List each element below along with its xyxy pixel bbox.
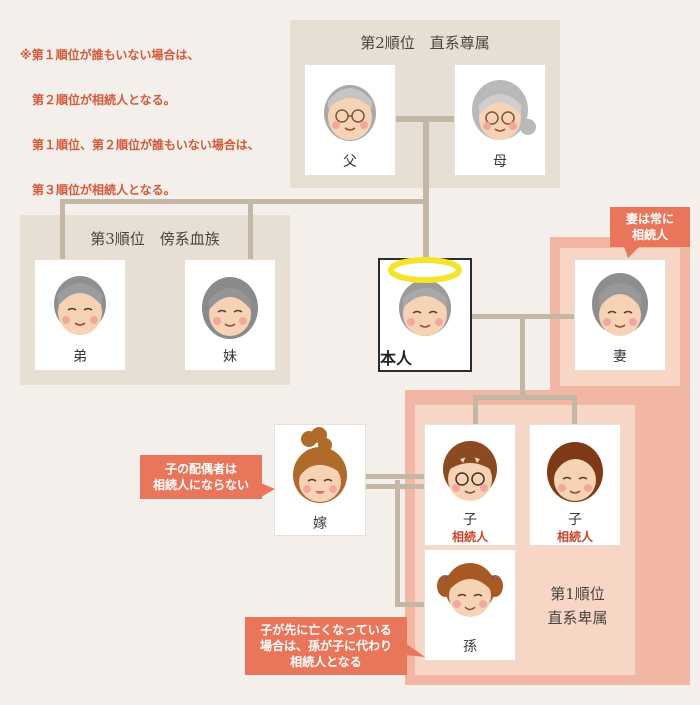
sister-label: 妹	[223, 349, 237, 365]
child1-heir-badge: 相続人	[451, 530, 488, 544]
father-face-icon	[324, 85, 376, 141]
spouse-not-heir-bubble: 子の配偶者は 相続人にならない	[140, 455, 262, 499]
sister-face-icon	[202, 277, 258, 339]
grandchild-card: 孫	[425, 550, 515, 660]
brother-label: 弟	[73, 349, 87, 365]
grandchild-face-icon	[437, 563, 503, 617]
self-label: 本人	[380, 349, 413, 368]
wife-heir-bubble: 妻は常に 相続人	[610, 207, 690, 247]
mother-label: 母	[493, 154, 507, 170]
self-face-icon	[399, 280, 451, 336]
wife-face-icon	[592, 273, 648, 336]
wife-bubble-pointer-icon	[624, 246, 640, 258]
collaterals-title: 第3順位 傍系血族	[90, 230, 220, 248]
spouse-bubble-line-1: 子の配偶者は	[164, 462, 237, 476]
child1-face-icon	[443, 441, 497, 501]
spouse-bubble-pointer-icon	[261, 483, 275, 497]
child1-label: 子	[463, 512, 477, 528]
mother-face-icon	[472, 80, 536, 140]
connector-brother	[60, 199, 65, 261]
connector-siblings-horizontal	[60, 199, 429, 204]
mother-card: 母	[455, 65, 545, 175]
sister-card: 妹	[185, 260, 275, 370]
note-line-1: ※第１順位が誰もいない場合は、	[20, 48, 200, 62]
connector-child2	[572, 395, 577, 425]
wife-label: 妻	[613, 349, 627, 365]
brother-face-icon	[54, 276, 106, 335]
connector-grandchild-vertical	[395, 480, 400, 605]
inheritance-note: ※第１順位が誰もいない場合は、 第２順位が相続人となる。 第１順位、第２順位が誰…	[20, 18, 260, 213]
connector-child1	[473, 395, 478, 425]
father-label: 父	[343, 154, 357, 170]
daughter-in-law-label: 嫁	[313, 516, 327, 532]
wife-card: 妻	[575, 260, 665, 370]
ascendants-title: 第2順位 直系尊属	[360, 34, 490, 52]
grandchild-bubble-line-1: 子が先に亡くなっている	[260, 623, 392, 637]
connector-grandchild-horizontal	[395, 602, 427, 607]
connector-children-horizontal	[473, 395, 577, 400]
grandchild-bubble-pointer-icon	[405, 643, 425, 657]
connector-parents-down	[423, 119, 429, 259]
descendants-title-1: 第1順位	[550, 585, 605, 603]
grandchild-bubble-line-3: 相続人となる	[290, 655, 362, 669]
note-line-4: 第３順位が相続人となる。	[32, 183, 176, 197]
father-card: 父	[305, 65, 395, 175]
child2-card: 子 相続人	[530, 425, 620, 545]
child2-face-icon	[547, 442, 603, 502]
wife-bubble-line-2: 相続人	[631, 228, 668, 242]
child1-card: 子 相続人	[425, 425, 515, 545]
descendants-title-2: 直系卑属	[547, 609, 608, 627]
self-card: 本人	[378, 258, 472, 372]
connector-sister	[248, 199, 253, 261]
daughter-in-law-card: 嫁	[275, 425, 365, 535]
brother-card: 弟	[35, 260, 125, 370]
wife-bubble-line-1: 妻は常に	[625, 212, 674, 226]
halo-icon	[388, 257, 462, 283]
grandchild-heir-bubble: 子が先に亡くなっている 場合は、孫が子に代わり 相続人となる	[245, 617, 407, 675]
note-line-2: 第２順位が相続人となる。	[32, 93, 176, 107]
note-line-3: 第１順位、第２順位が誰もいない場合は、	[32, 138, 260, 152]
connector-spouse-down	[520, 316, 525, 396]
child2-heir-badge: 相続人	[556, 530, 593, 544]
child2-label: 子	[568, 512, 582, 528]
grandchild-label: 孫	[463, 639, 477, 655]
grandchild-bubble-line-2: 場合は、孫が子に代わり	[259, 639, 392, 653]
daughter-in-law-face-icon	[293, 427, 347, 503]
connector-child-marriage	[365, 474, 425, 479]
spouse-bubble-line-2: 相続人にならない	[152, 478, 249, 492]
